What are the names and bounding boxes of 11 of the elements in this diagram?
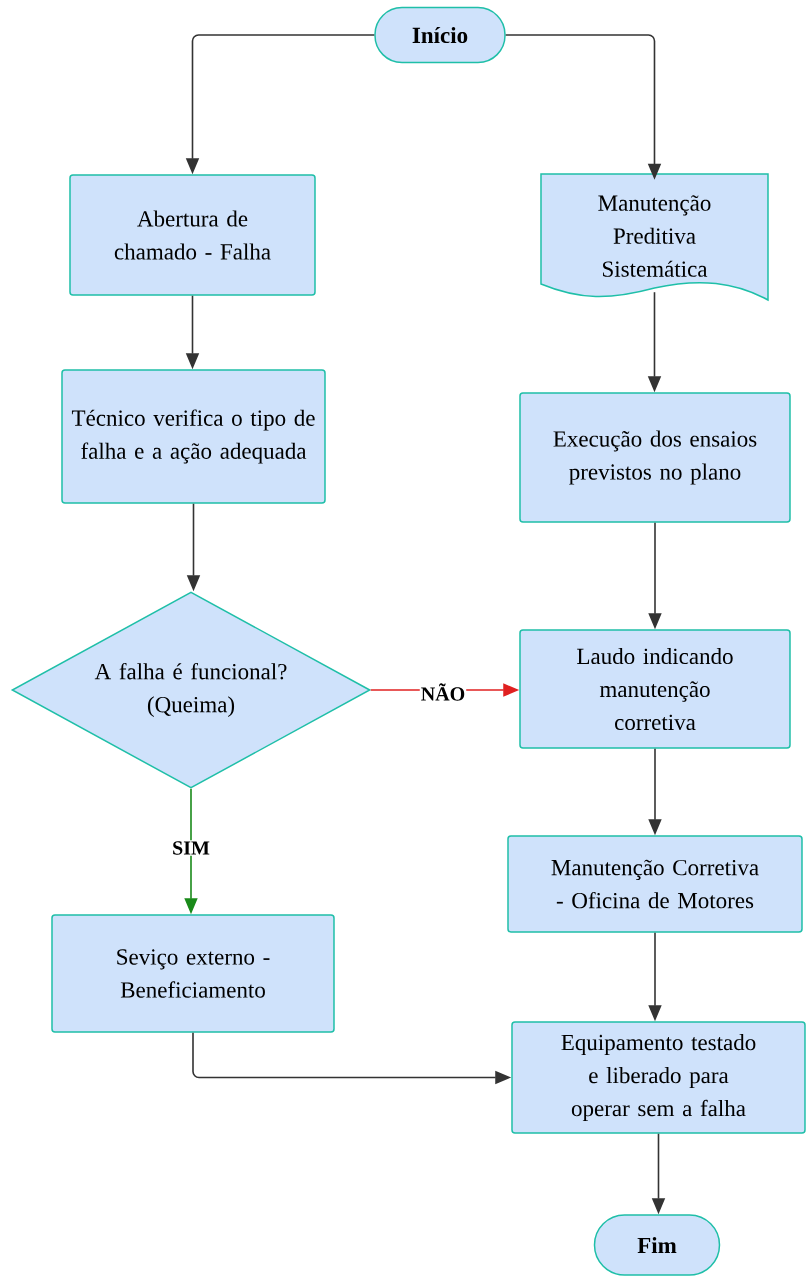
process-box: Seviço externo - Beneficiamento — [51, 914, 335, 1033]
end-terminal: Fim — [593, 1214, 721, 1276]
process-box: Técnico verifica o tipo de falha e a ação adequada — [61, 369, 326, 504]
start-terminal: Início — [374, 6, 506, 64]
process-box: Laudo indicando manutenção corretiva — [519, 629, 791, 749]
process-box: Execução dos ensaios previstos no plano — [519, 392, 791, 523]
process-box: Equipamento testado e liberado para operar sem a falha — [511, 1021, 806, 1134]
process-box: Abertura de chamado - Falha — [69, 174, 316, 296]
process-box: Manutenção Corretiva - Oficina de Motores — [507, 835, 803, 933]
edge-label: NÃO — [419, 682, 467, 702]
edge-label: SIM — [171, 840, 211, 856]
